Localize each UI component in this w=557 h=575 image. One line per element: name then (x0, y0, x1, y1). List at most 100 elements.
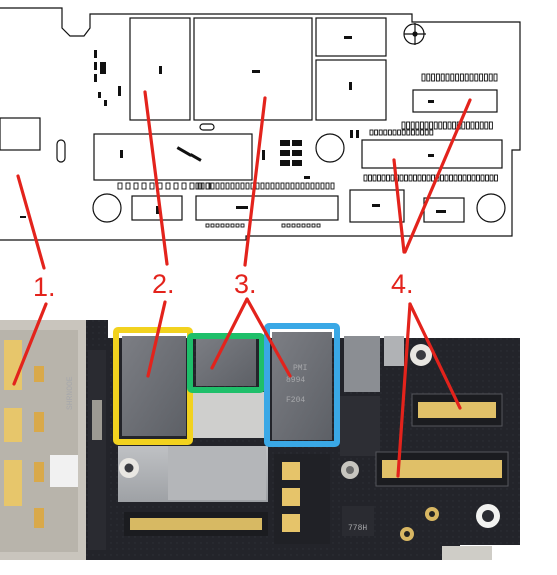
pointer-line-3-left (210, 297, 249, 370)
pad (429, 129, 434, 136)
pcb-photo (0, 320, 520, 560)
pad (240, 182, 245, 190)
pad (390, 174, 395, 182)
pad (476, 174, 480, 182)
pad (401, 121, 406, 130)
pad (255, 182, 260, 190)
pad (397, 129, 402, 136)
label-2: 2. (152, 269, 175, 299)
pad (399, 174, 404, 182)
pad (488, 73, 493, 82)
pad (383, 129, 388, 136)
pad (368, 174, 372, 182)
pad (424, 129, 429, 136)
pad (325, 182, 330, 190)
pad (210, 223, 215, 228)
pad (479, 73, 484, 82)
pad (281, 223, 286, 228)
pad (205, 182, 210, 190)
pad (471, 174, 476, 182)
pad (220, 223, 225, 228)
pad (455, 73, 460, 82)
pad (453, 174, 458, 182)
pad (450, 73, 455, 82)
pad (378, 129, 383, 136)
pad (449, 174, 453, 182)
pad (469, 73, 474, 82)
pad (392, 129, 397, 136)
pad (465, 121, 470, 130)
pad (200, 182, 205, 190)
pad (125, 182, 131, 190)
pad (230, 182, 235, 190)
pad (215, 182, 220, 190)
pad (479, 121, 484, 130)
pad (431, 73, 436, 82)
pad (447, 121, 452, 130)
pad (489, 174, 494, 182)
pad (438, 121, 443, 130)
pad (424, 121, 429, 130)
pad (286, 223, 291, 228)
pad (485, 174, 489, 182)
pad (431, 174, 435, 182)
pad (301, 223, 306, 228)
blue-chip-text-2: 8994 (286, 376, 305, 385)
pad (488, 121, 493, 130)
pad (315, 182, 320, 190)
pad (459, 73, 464, 82)
pad (381, 174, 386, 182)
module-text: 778H (348, 524, 367, 533)
pad (311, 223, 316, 228)
pad (458, 174, 462, 182)
pad (493, 73, 498, 82)
pad (205, 223, 210, 228)
pad (295, 182, 300, 190)
pointer-line-1-top (16, 174, 46, 270)
pad (467, 174, 471, 182)
pad (480, 174, 485, 182)
highlight-green-box (187, 333, 265, 393)
pointer-line-1-bottom (12, 302, 48, 386)
pad (406, 121, 411, 130)
pad (265, 182, 270, 190)
pointer-line-4-a (392, 158, 406, 254)
pad (305, 182, 310, 190)
pad (377, 174, 381, 182)
pad (173, 182, 179, 190)
pad (225, 182, 230, 190)
pad (494, 174, 498, 182)
pad (406, 129, 411, 136)
pointer-line-4-d (408, 302, 462, 410)
pad (435, 73, 440, 82)
pad (426, 73, 431, 82)
highlight-blue-box (264, 323, 340, 447)
pad (440, 174, 444, 182)
pad (306, 223, 311, 228)
pad (165, 182, 171, 190)
pointer-line-2-bottom (146, 300, 167, 378)
pad (440, 73, 445, 82)
pad (461, 121, 466, 130)
pad (296, 223, 301, 228)
pad (260, 182, 265, 190)
pad (275, 182, 280, 190)
pad (310, 182, 315, 190)
pad (386, 174, 390, 182)
pad (470, 121, 475, 130)
pad (462, 174, 467, 182)
pad (149, 182, 155, 190)
blue-chip-text-3: F204 (286, 396, 305, 405)
pointer-line-4-c (396, 302, 412, 478)
pad (280, 182, 285, 190)
pad (240, 223, 245, 228)
pad (300, 182, 305, 190)
pad (320, 182, 325, 190)
pad (408, 174, 413, 182)
pad (419, 121, 424, 130)
pad (270, 182, 275, 190)
pad (235, 223, 240, 228)
pad (433, 121, 438, 130)
